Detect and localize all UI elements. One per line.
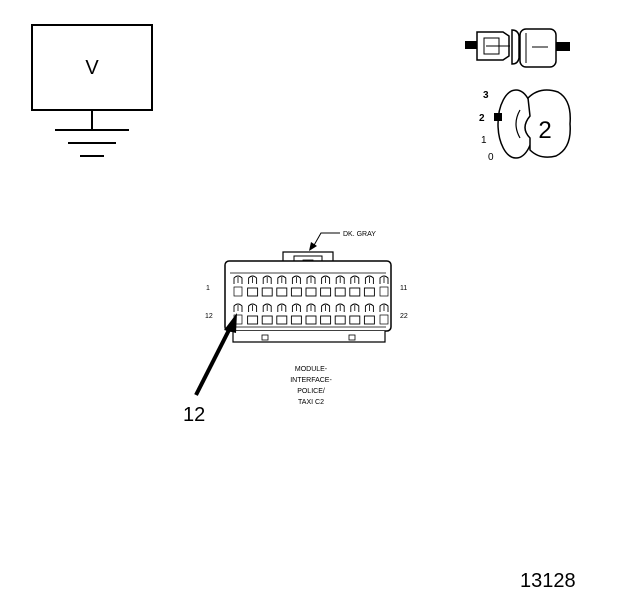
wire-color-label: DK. GRAY [343,231,376,238]
connector-face: DK. GRAY 1 11 12 22 MODULE- INTERFACE- P… [183,231,408,426]
pin-cavity [379,303,389,325]
rotary-switch-icon: 3 2 1 0 2 [479,89,571,163]
pin-label-12: 12 [205,313,213,320]
caption-line-3: POLICE/ [297,388,325,395]
voltmeter-symbol: V [31,24,153,157]
pin-pointer-arrow [194,313,237,396]
pin-cavity [305,303,317,325]
switch-position-1: 1 [481,135,487,146]
caption-line-4: TAXI C2 [298,399,324,406]
pin-cavity [305,275,317,297]
ground-icon [55,129,129,157]
meter-label: V [85,57,99,79]
pin-cavity [276,303,288,325]
pin-cavity [363,303,375,325]
pin-cavity [261,303,273,325]
pin-cavity [247,275,259,297]
pin-label-22: 22 [400,313,408,320]
caption-line-2: INTERFACE- [290,377,332,384]
switch-position-3: 3 [483,90,489,101]
switch-position-0: 0 [488,152,494,163]
pin-cavity [290,275,302,297]
connector-caption: MODULE- INTERFACE- POLICE/ TAXI C2 [290,366,332,406]
pin-cavity [290,303,302,325]
pin-cavity [320,303,332,325]
pin-cavity [334,303,346,325]
pin-cavity [261,275,273,297]
switch-position-2: 2 [479,113,485,124]
pin-label-1: 1 [206,285,210,292]
pin-cavity [276,275,288,297]
figure-number: 13128 [520,570,576,592]
pin-cavity [349,275,361,297]
pin-cavity [334,275,346,297]
pin-cavity [379,275,389,297]
pin-label-11: 11 [400,285,407,292]
pin-cavity [247,303,259,325]
connector-plug-icon [465,28,570,68]
pin-cavity [363,275,375,297]
pin-cavity [233,275,243,297]
switch-pointer-icon [494,113,502,121]
pin-cavities [233,275,389,325]
pin-cavity [349,303,361,325]
switch-selected-label: 2 [538,117,551,144]
caption-line-1: MODULE- [295,366,328,373]
pin-cavity [320,275,332,297]
pointer-label: 12 [183,404,205,426]
